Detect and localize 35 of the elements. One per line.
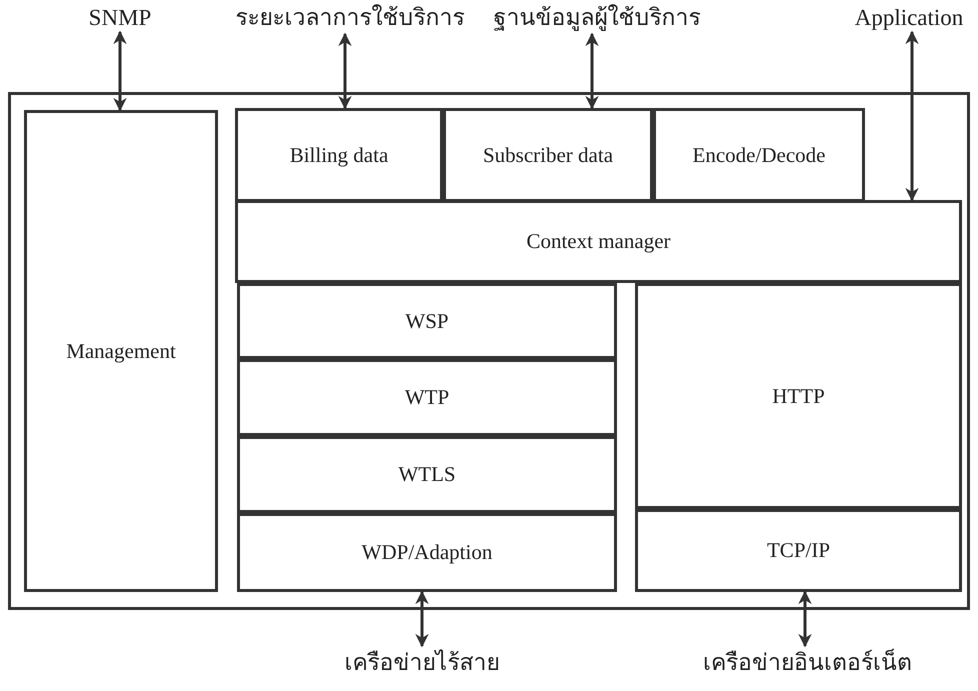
layer-box: [443, 108, 653, 202]
interface-label: เครือข่ายอินเตอร์เน็ต: [703, 650, 912, 676]
interface-label: เครือข่ายไร้สาย: [344, 650, 500, 676]
layer-box: [237, 283, 617, 359]
layer-label: TCP/IP: [766, 538, 830, 563]
layer-box: [237, 359, 617, 436]
layer-label: Management: [66, 338, 176, 364]
interface-label: ระยะเวลาการใช้บริการ: [236, 4, 464, 32]
double-arrow: [113, 30, 127, 112]
double-arrow: [338, 32, 352, 110]
double-arrow: [415, 590, 429, 648]
double-arrow: [798, 590, 812, 648]
layer-box: [653, 108, 865, 202]
double-arrow: [905, 30, 919, 202]
layer-box: [235, 200, 962, 283]
layer-box: [235, 108, 443, 202]
layer-label: HTTP: [772, 384, 825, 408]
layer-label: WSP: [405, 308, 449, 334]
interface-label: SNMP: [88, 4, 152, 32]
interface-label: ฐานข้อมูลผู้ใช้บริการ: [494, 4, 700, 32]
layer-box: [635, 509, 962, 592]
layer-label: WDP/Adaption: [362, 540, 492, 565]
double-arrow: [585, 32, 599, 110]
frame-box: [8, 92, 970, 610]
layer-box: [635, 283, 962, 509]
layer-label: Subscriber data: [482, 142, 614, 168]
layer-box: [237, 513, 617, 592]
layer-box: [24, 110, 218, 592]
layer-label: Billing data: [290, 142, 388, 168]
layer-box: [237, 436, 617, 513]
interface-label: Application: [854, 4, 964, 32]
layer-label: Context manager: [526, 229, 671, 254]
layer-label: WTLS: [398, 462, 456, 487]
layer-label: Encode/Decode: [692, 142, 826, 168]
layer-label: WTP: [404, 385, 450, 410]
